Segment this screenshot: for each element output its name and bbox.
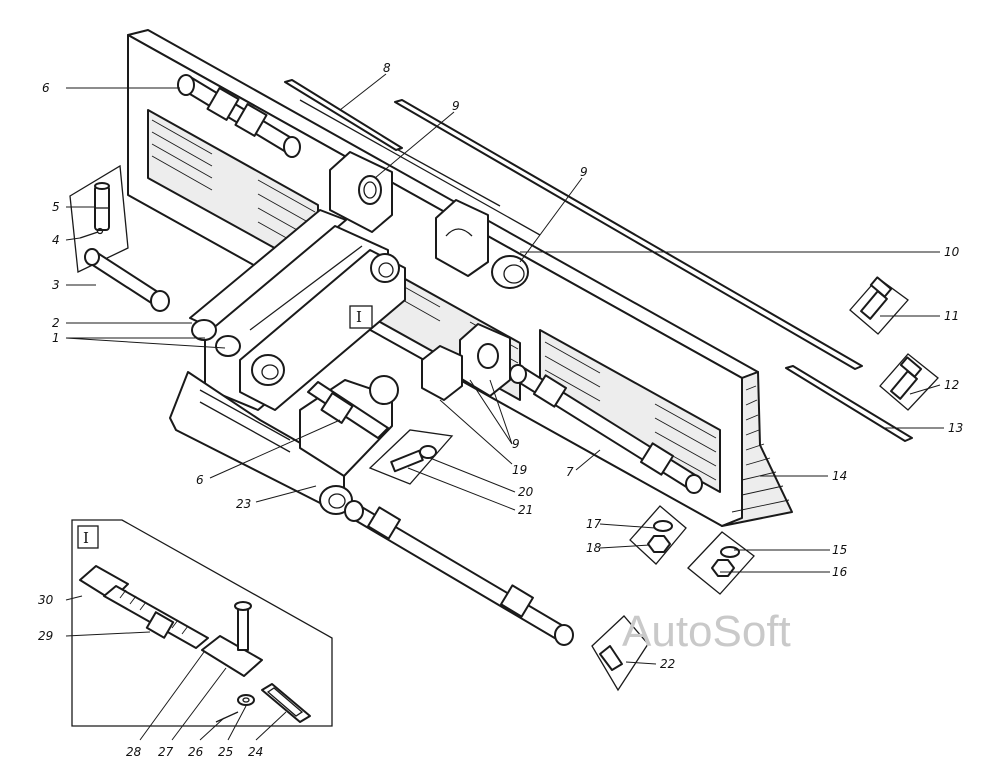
callout-9-middle: 9 xyxy=(580,165,588,179)
callout-3: 3 xyxy=(52,278,60,292)
callout-4: 4 xyxy=(52,233,60,247)
callout-16: 16 xyxy=(832,565,848,579)
callout-12: 12 xyxy=(944,378,959,392)
pin-set-24-26 xyxy=(215,683,311,723)
callout-23: 23 xyxy=(236,497,251,511)
callout-1: 1 xyxy=(52,331,60,345)
callout-18: 18 xyxy=(586,541,602,555)
callout-29: 29 xyxy=(38,629,53,643)
callout-30: 30 xyxy=(38,593,54,607)
leader-lines xyxy=(65,73,944,741)
brackets-9 xyxy=(329,151,529,401)
end-plate-hatching xyxy=(731,385,790,513)
detail-marker-i: I xyxy=(356,308,362,326)
callout-8: 8 xyxy=(383,61,391,75)
frame-lower-beam-23 xyxy=(169,371,345,505)
callout-24: 24 xyxy=(248,745,263,759)
cutting-edge-8 xyxy=(284,79,403,151)
cutting-edges xyxy=(284,79,913,442)
callout-11: 11 xyxy=(944,309,959,323)
bracket-9-lower xyxy=(459,323,511,397)
pin-5 xyxy=(94,182,110,231)
callout-25: 25 xyxy=(218,745,233,759)
cutting-edge-13 xyxy=(785,365,913,442)
callout-15: 15 xyxy=(832,543,847,557)
clevis-27-28 xyxy=(201,601,263,677)
bracket-9-top-left xyxy=(329,151,393,233)
callout-labels: 6 5 4 3 2 1 8 9 9 10 11 12 13 14 15 16 1… xyxy=(38,61,963,759)
shaft-7 xyxy=(509,364,703,494)
callout-9-top: 9 xyxy=(452,99,460,113)
callout-13: 13 xyxy=(948,421,963,435)
detail-inset xyxy=(71,519,333,727)
pin-set-left xyxy=(69,164,170,312)
callout-7: 7 xyxy=(566,465,574,479)
callout-6-lower: 6 xyxy=(196,473,204,487)
callout-28: 28 xyxy=(126,745,142,759)
pin-3 xyxy=(84,248,170,312)
washer-nut-set-15-16 xyxy=(687,531,755,595)
shaft-6-top xyxy=(177,74,301,158)
callout-27: 27 xyxy=(158,745,174,759)
shaft-22 xyxy=(344,500,649,692)
detail-inset-label: I xyxy=(83,529,89,547)
bolt-set-19-21 xyxy=(368,429,454,485)
washer-nut-set-17-18 xyxy=(629,505,687,565)
detail-inset-frame xyxy=(71,519,333,727)
detail-marker-group: I I xyxy=(83,305,373,547)
callout-6-top: 6 xyxy=(42,81,50,95)
callout-5: 5 xyxy=(52,200,60,214)
bracket-9-middle xyxy=(435,199,489,277)
blade-pocket-right xyxy=(539,329,721,493)
callout-19: 19 xyxy=(512,463,527,477)
tie-rod-30-29 xyxy=(79,565,209,649)
frame-lower-brace xyxy=(299,379,393,477)
cotter-pin-4 xyxy=(79,227,104,239)
callout-10: 10 xyxy=(944,245,960,259)
callout-26: 26 xyxy=(188,745,204,759)
callout-22: 22 xyxy=(660,657,675,671)
callout-14: 14 xyxy=(832,469,847,483)
callout-20: 20 xyxy=(518,485,534,499)
callout-17: 17 xyxy=(586,517,602,531)
bush-9-right xyxy=(491,255,529,289)
callout-21: 21 xyxy=(518,503,533,517)
push-frame xyxy=(169,209,406,515)
bolt-set-11 xyxy=(849,276,909,335)
bolt-set-12 xyxy=(879,353,939,411)
callout-9-lower: 9 xyxy=(512,437,520,451)
cutting-edge-10 xyxy=(394,99,863,370)
bracket-9-cap xyxy=(421,345,463,401)
callout-2: 2 xyxy=(52,316,60,330)
watermark-logo: AutoSoft xyxy=(622,607,791,656)
